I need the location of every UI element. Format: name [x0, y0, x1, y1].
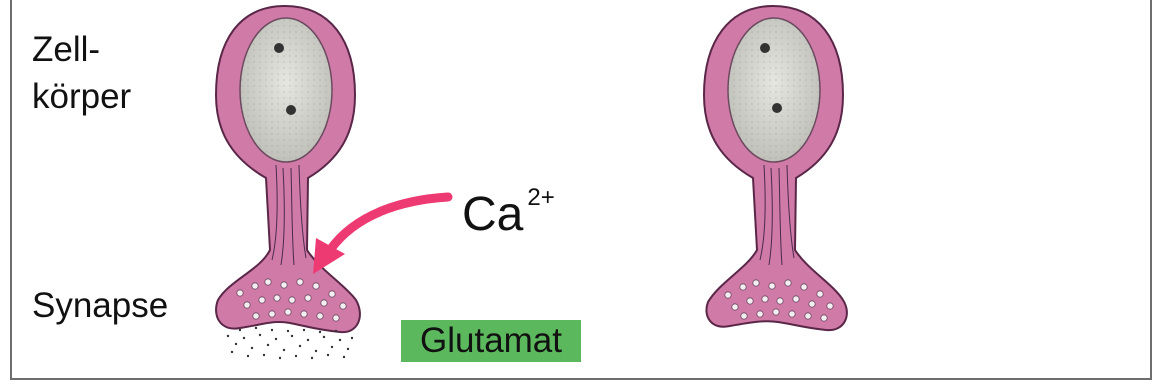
label-koerper: körper	[32, 77, 131, 117]
calcium-charge: 2+	[527, 184, 554, 211]
label-zell: Zell-	[32, 30, 100, 70]
calcium-symbol: Ca	[462, 188, 523, 241]
label-synapse: Synapse	[32, 286, 168, 326]
neuron-left-nucleolus	[274, 43, 284, 53]
neuron-right	[704, 6, 847, 330]
neuron-left-nucleolus	[286, 105, 296, 115]
neuron-right-nucleolus	[760, 43, 770, 53]
neuron-right-nucleolus	[772, 103, 782, 113]
neuron-left	[216, 6, 360, 359]
calcium-arrow	[313, 197, 448, 274]
label-glutamat: Glutamat	[401, 320, 581, 362]
